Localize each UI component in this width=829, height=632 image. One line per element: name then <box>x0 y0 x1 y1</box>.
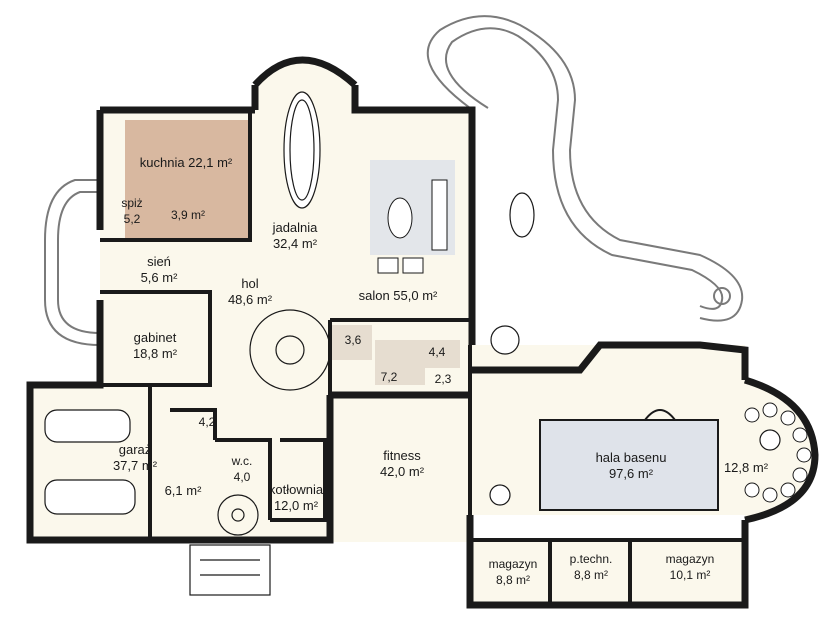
boiler-area: 12,0 m² <box>273 498 319 513</box>
study-label: gabinet <box>133 330 177 345</box>
salon-label: salon 55,0 m² <box>358 288 438 303</box>
garage-area: 37,7 m² <box>112 458 158 473</box>
study-area: 18,8 m² <box>132 346 178 361</box>
hall-label: hol <box>241 276 259 291</box>
store1-area: 8,8 m² <box>495 573 530 587</box>
walls <box>26 56 819 609</box>
entrance-steps <box>189 544 271 596</box>
spiral-staircase <box>249 309 331 391</box>
kitchen-label: kuchnia 22,1 m² <box>139 155 233 170</box>
cars <box>44 409 136 515</box>
room-6-1: 6,1 m² <box>164 483 202 498</box>
tech-label: p.techn. <box>569 552 613 566</box>
pool-area: 97,6 m² <box>608 466 654 481</box>
room-4-2: 4,2 <box>198 415 216 429</box>
fitness-area: 42,0 m² <box>379 464 425 479</box>
room-4-4: 4,4 <box>428 345 446 359</box>
sofa <box>377 179 448 274</box>
room-2-3: 2,3 <box>434 372 452 386</box>
patio-tables <box>489 192 781 506</box>
wc-area: 4,0 <box>233 470 251 484</box>
vestibule-area: 5,6 m² <box>140 270 178 285</box>
kitchen-floor <box>125 120 250 240</box>
store2-label: magazyn <box>665 552 715 566</box>
store1-label: magazyn <box>488 557 538 571</box>
dining-label: jadalnia <box>272 220 318 235</box>
pantry-area: 5,2 <box>123 212 141 226</box>
kitchen-small-label: 3,9 m² <box>170 208 205 222</box>
pool-water <box>539 419 719 511</box>
garage-label: garaż <box>118 442 152 457</box>
pantry-label: spiż <box>121 196 143 210</box>
boiler-label: kotłownia <box>268 482 324 497</box>
interior-walls <box>100 110 745 605</box>
wc-label: w.c. <box>231 454 253 468</box>
room-7-2: 7,2 <box>380 370 398 384</box>
room-12-8: 12,8 m² <box>723 460 769 475</box>
pool-label: hala basenu <box>595 450 667 465</box>
vestibule-label: sień <box>147 254 171 269</box>
plants <box>744 402 812 503</box>
dining-table <box>283 91 321 209</box>
fitness-label: fitness <box>383 448 421 463</box>
hall-area: 48,6 m² <box>227 292 273 307</box>
spiral-staircase-small <box>217 494 259 536</box>
dining-area: 32,4 m² <box>272 236 318 251</box>
room-3-6: 3,6 <box>344 333 362 347</box>
hatch-areas <box>330 325 460 385</box>
terrace <box>426 15 744 322</box>
tech-area: 8,8 m² <box>573 568 608 582</box>
store2-area: 10,1 m² <box>669 568 711 582</box>
pool-steps <box>644 409 676 421</box>
terrace-left <box>44 179 101 346</box>
